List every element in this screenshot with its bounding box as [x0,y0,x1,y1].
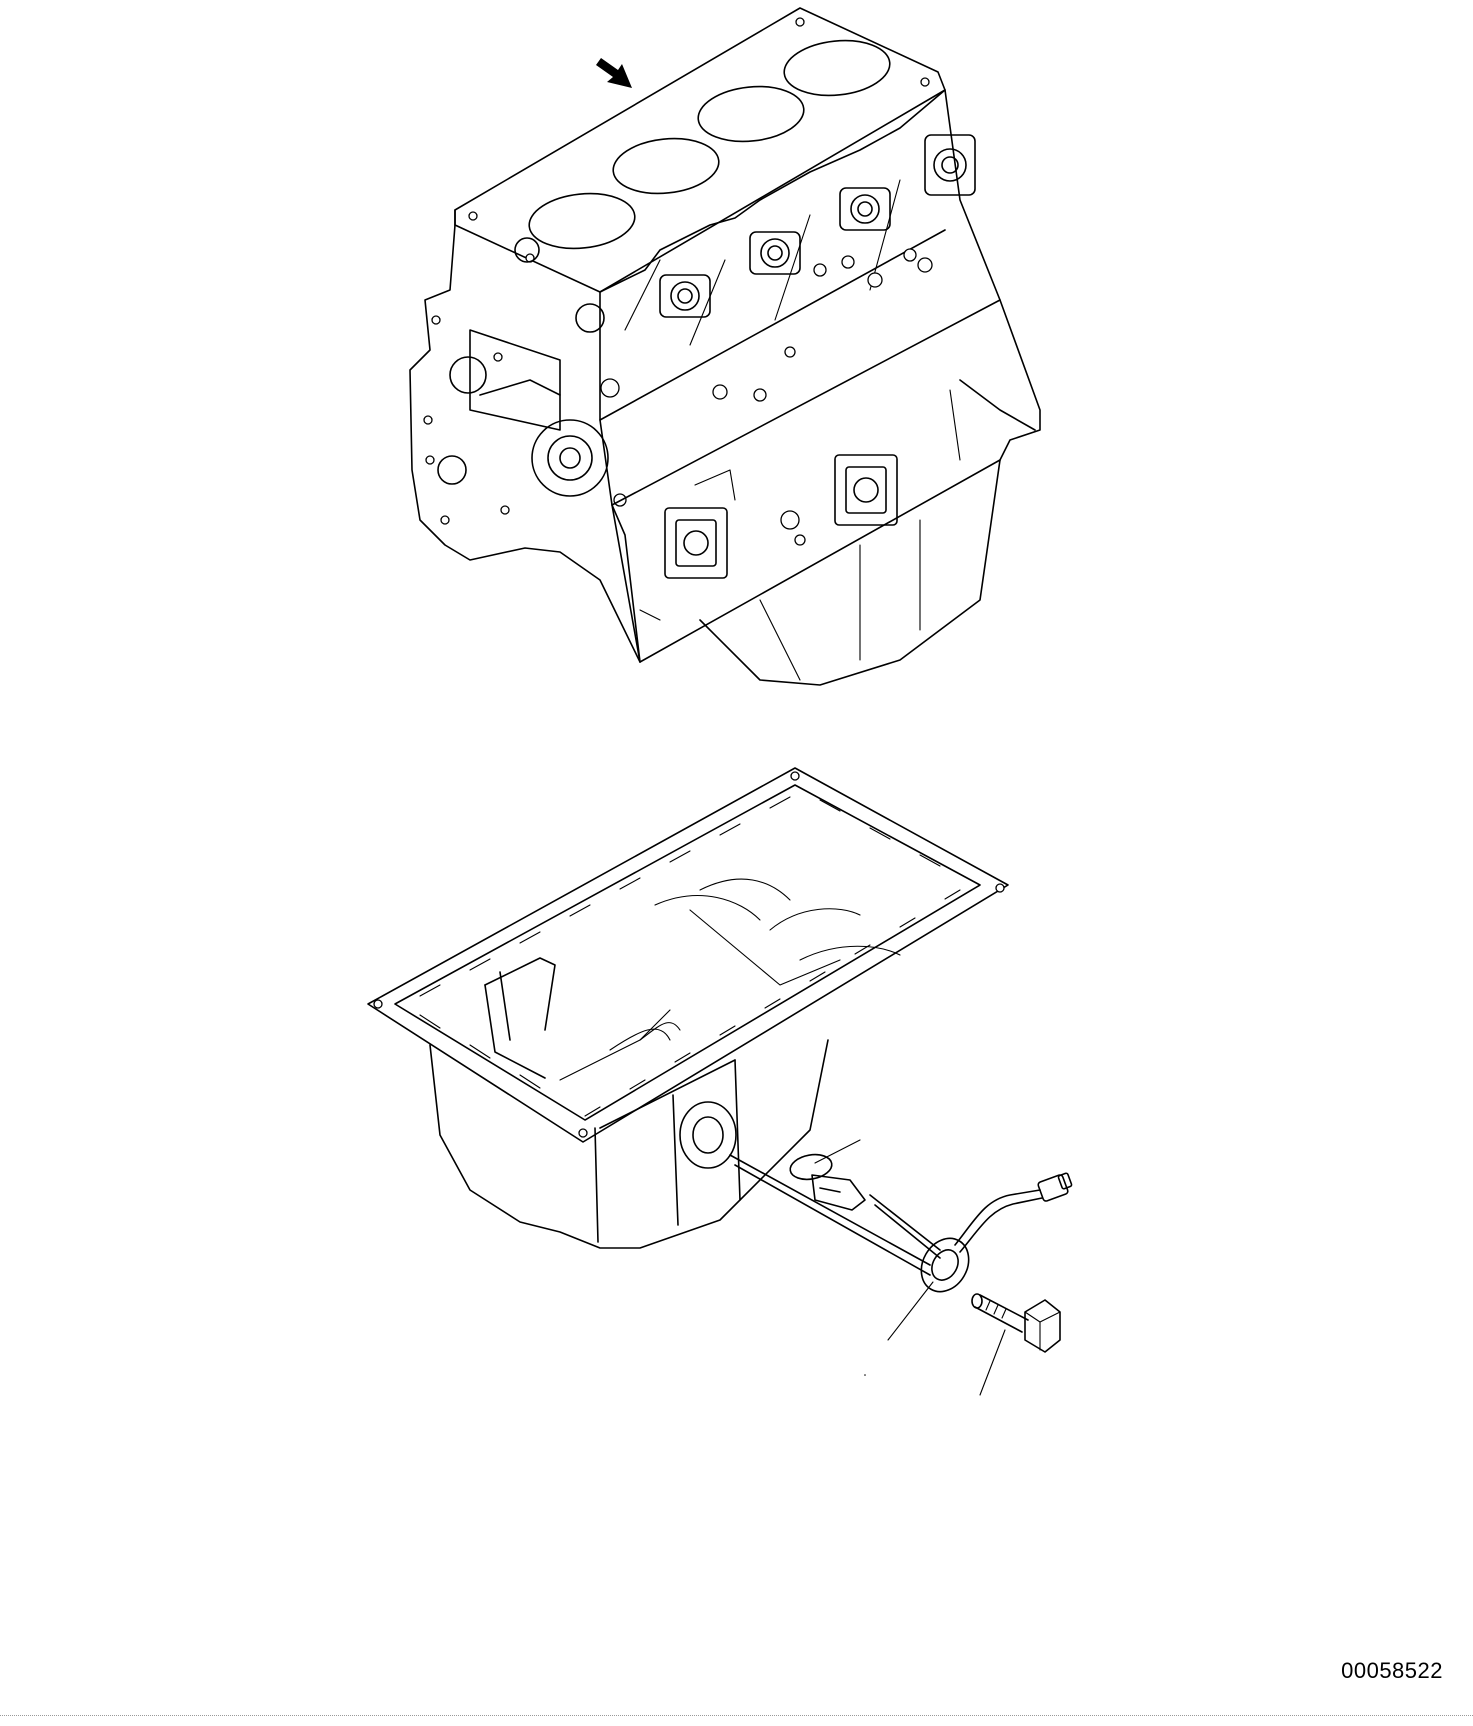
leader-lines [814,1139,1006,1396]
bolt-leader [979,1329,1006,1396]
direction-arrow-icon [596,58,632,88]
drawing-number: 00058522 [1341,1658,1443,1683]
oil-level-sensor [729,1154,1073,1293]
bolt [971,1293,1061,1353]
bottom-border [0,1715,1473,1716]
oil-pan [367,767,1009,1249]
o-ring [789,1153,833,1181]
sensor-leader [887,1281,934,1341]
cylinder-block [409,7,1041,686]
o-ring-leader [814,1139,861,1164]
